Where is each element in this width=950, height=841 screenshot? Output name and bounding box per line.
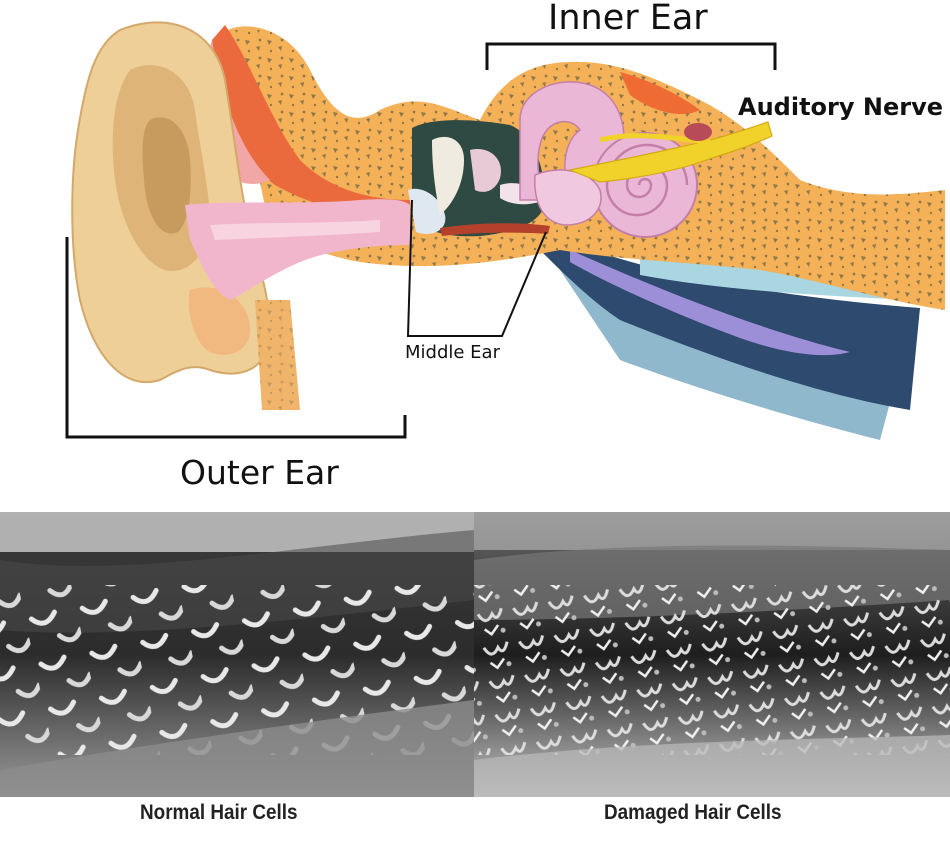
cochlea-spiral <box>605 143 689 217</box>
orange-tip <box>620 72 700 115</box>
skin-layer <box>212 25 410 216</box>
outer-ear-bracket <box>65 237 407 439</box>
inner-ear-label: Inner Ear <box>548 0 708 38</box>
normal-hair-cells-caption: Normal Hair Cells <box>140 801 298 824</box>
concha <box>142 117 191 234</box>
middle-ear-bracket <box>406 199 547 337</box>
auditory-nerve-label: Auditory Nerve <box>738 93 943 121</box>
middle-ear-label: Middle Ear <box>405 342 500 363</box>
damaged-hair-cells-caption: Damaged Hair Cells <box>604 801 782 824</box>
brackets <box>65 42 777 439</box>
lobe <box>188 287 250 355</box>
ear-illustration <box>71 21 945 440</box>
nerve-root <box>684 123 712 141</box>
canal-highlight <box>210 220 380 240</box>
nerve-branch <box>599 133 711 145</box>
cartilage-dots <box>255 300 300 410</box>
eardrum <box>408 188 446 235</box>
red-membrane <box>440 223 550 236</box>
damaged-hair-cells-image <box>474 512 950 797</box>
ossicle-malleus <box>432 136 464 215</box>
outer-ear-label: Outer Ear <box>180 453 339 492</box>
normal-hair-cells-image <box>0 512 474 797</box>
inner-ear-bracket <box>485 42 777 70</box>
auditory-nerve-shape <box>567 121 773 183</box>
ossicle-incus <box>470 149 501 192</box>
